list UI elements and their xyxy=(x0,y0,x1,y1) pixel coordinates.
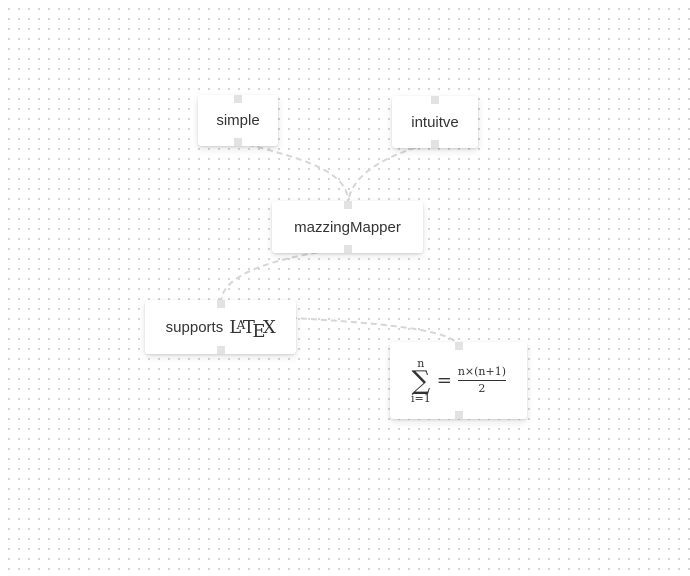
output-port[interactable] xyxy=(216,346,225,354)
node-sum-formula[interactable]: n ∑ i=1 = n×(n+1) 2 xyxy=(390,342,527,419)
sigma-symbol: ∑ xyxy=(411,365,431,396)
latex-x: X xyxy=(263,316,276,338)
equals-sign: = xyxy=(436,370,452,391)
node-label: supports xyxy=(165,318,224,336)
sum-formula: n ∑ i=1 = n×(n+1) 2 xyxy=(411,358,506,404)
node-label: mazzingMapper xyxy=(294,218,401,236)
input-port[interactable] xyxy=(216,300,225,308)
latex-a: A xyxy=(236,317,246,332)
input-port[interactable] xyxy=(431,96,439,104)
fraction: n×(n+1) 2 xyxy=(457,364,506,395)
latex-e: E xyxy=(252,320,265,342)
edge-simple-to-mazzing xyxy=(237,141,350,205)
input-port[interactable] xyxy=(454,342,463,350)
node-simple[interactable]: simple xyxy=(198,95,278,146)
sum-upper-limit: n xyxy=(417,356,425,370)
summation: n ∑ i=1 xyxy=(411,358,431,404)
node-supports-latex[interactable]: supports LATEX xyxy=(145,300,296,354)
output-port[interactable] xyxy=(234,138,242,146)
latex-logo: LATEX xyxy=(229,316,276,342)
fraction-bar xyxy=(457,380,506,381)
output-port[interactable] xyxy=(343,245,352,253)
latex-t: T xyxy=(242,316,255,338)
input-port[interactable] xyxy=(343,201,352,209)
denominator: 2 xyxy=(478,382,486,395)
node-intuitve[interactable]: intuitve xyxy=(392,96,478,148)
output-port[interactable] xyxy=(431,140,439,148)
edge-intuitve-to-mazzing xyxy=(347,142,436,205)
node-label: simple xyxy=(216,112,260,129)
sum-lower-limit: i=1 xyxy=(410,391,431,405)
output-port[interactable] xyxy=(454,411,463,419)
node-mazzingmapper[interactable]: mazzingMapper xyxy=(272,201,423,253)
latex-l: L xyxy=(229,316,241,338)
numerator: n×(n+1) xyxy=(457,364,506,378)
node-label: intuitve xyxy=(411,113,459,131)
input-port[interactable] xyxy=(234,95,242,103)
edge-mazzing-to-latex xyxy=(220,247,348,303)
